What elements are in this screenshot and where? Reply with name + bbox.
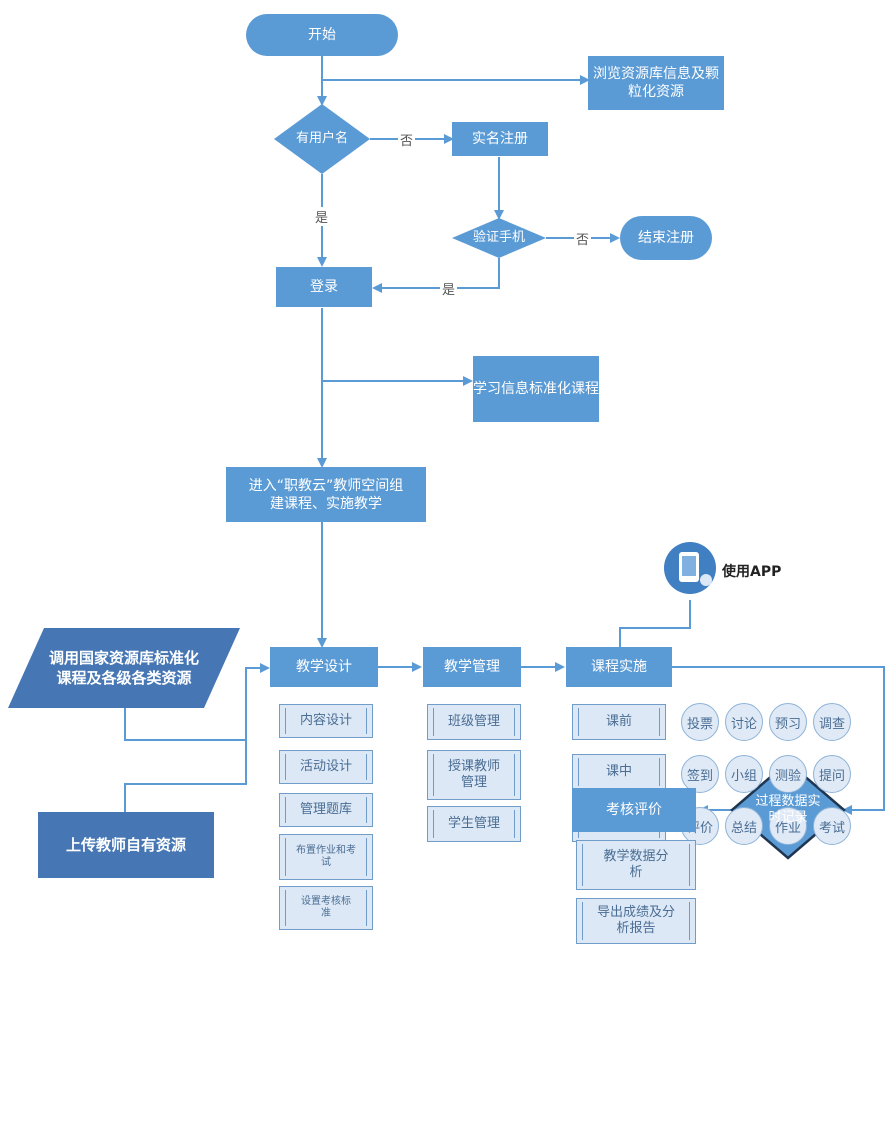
assessment-node: 考核评价 xyxy=(572,788,696,832)
activity-circle: 总结 xyxy=(725,807,763,845)
design-item: 设置考核标准 xyxy=(279,886,373,930)
login-node: 登录 xyxy=(276,267,372,307)
has-user-label: 有用户名 xyxy=(295,131,348,146)
has-user-diamond xyxy=(274,104,370,174)
learn-course-node: 学习信息标准化课程 xyxy=(473,356,599,422)
activity-circle: 投票 xyxy=(681,703,719,741)
edge-upload-resources xyxy=(124,740,247,812)
design-item: 内容设计 xyxy=(279,704,373,738)
mgmt-item: 学生管理 xyxy=(427,806,521,842)
edge-label-yes-2: 是 xyxy=(440,279,458,298)
edge-app-to-impl xyxy=(619,600,691,648)
design-item: 管理题库 xyxy=(279,793,373,827)
assessment-item: 导出成绩及分析报告 xyxy=(576,898,696,944)
activity-circle: 作业 xyxy=(769,807,807,845)
call-resources-shape xyxy=(8,628,240,708)
browse-node: 浏览资源库信息及颗粒化资源 xyxy=(588,56,724,110)
impl-item: 课中 xyxy=(572,754,666,790)
verify-phone-diamond xyxy=(452,218,546,258)
assessment-item: 教学数据分析 xyxy=(576,840,696,890)
edge-label-no-1: 否 xyxy=(398,130,416,149)
design-item: 布置作业和考试 xyxy=(279,834,373,880)
impl-item: 课前 xyxy=(572,704,666,740)
process-data-label: 过程数据实时记录 xyxy=(755,794,821,825)
activity-circle: 小组 xyxy=(725,755,763,793)
upload-resources-node: 上传教师自有资源 xyxy=(38,812,214,878)
activity-circle: 提问 xyxy=(813,755,851,793)
edge-verify-yes xyxy=(372,258,500,293)
course-impl-node: 课程实施 xyxy=(566,647,672,687)
mgmt-item: 班级管理 xyxy=(427,704,521,740)
use-app-label: 使用APP xyxy=(722,564,782,580)
edge-impl-to-process xyxy=(672,666,885,815)
activity-circle: 讨论 xyxy=(725,703,763,741)
edge-label-yes-1: 是 xyxy=(313,207,331,226)
register-node: 实名注册 xyxy=(452,122,548,156)
activity-circle: 签到 xyxy=(681,755,719,793)
edge-label-no-2: 否 xyxy=(574,229,592,248)
teaching-mgmt-node: 教学管理 xyxy=(423,647,521,687)
enter-space-node: 进入“职教云”教师空间组建课程、实施教学 xyxy=(226,467,426,522)
activity-circle: 调查 xyxy=(813,703,851,741)
teaching-design-node: 教学设计 xyxy=(270,647,378,687)
mgmt-item: 授课教师管理 xyxy=(427,750,521,800)
activity-circle: 测验 xyxy=(769,755,807,793)
design-item: 活动设计 xyxy=(279,750,373,784)
start-node: 开始 xyxy=(246,14,398,56)
activity-circle: 考试 xyxy=(813,807,851,845)
end-register-node: 结束注册 xyxy=(620,216,712,260)
verify-phone-label: 验证手机 xyxy=(472,230,525,245)
call-resources-node: 调用国家资源库标准化课程及各级各类资源 xyxy=(48,649,199,687)
activity-circle: 预习 xyxy=(769,703,807,741)
